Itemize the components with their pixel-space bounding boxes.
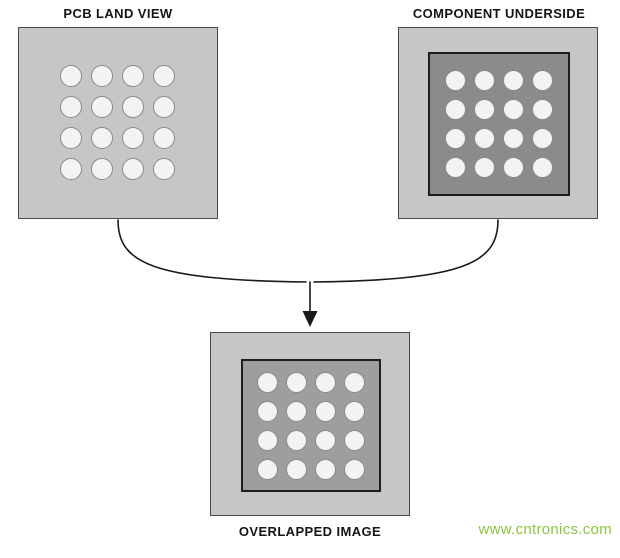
right-connector-curve — [313, 219, 499, 283]
overlapped-image-box — [210, 332, 410, 516]
solder-pad — [122, 65, 144, 87]
solder-pad — [315, 371, 336, 393]
solder-pad — [286, 400, 307, 422]
solder-pad — [503, 128, 524, 149]
overlapped-pad-grid — [257, 371, 365, 480]
component-body-square — [428, 52, 570, 196]
solder-pad — [153, 127, 175, 149]
solder-pad — [532, 157, 553, 178]
solder-pad — [60, 158, 82, 180]
solder-pad — [60, 65, 82, 87]
solder-pad — [315, 458, 336, 480]
solder-pad — [344, 429, 365, 451]
component-underside-box — [398, 27, 598, 219]
solder-pad — [286, 458, 307, 480]
solder-pad — [91, 127, 113, 149]
left-connector-curve — [117, 219, 307, 283]
overlapped-image-label: OVERLAPPED IMAGE — [238, 524, 382, 539]
solder-pad — [315, 429, 336, 451]
solder-pad — [153, 158, 175, 180]
solder-pad — [315, 400, 336, 422]
solder-pad — [532, 70, 553, 91]
solder-pad — [474, 128, 495, 149]
solder-pad — [445, 70, 466, 91]
component-ball-grid — [445, 70, 553, 178]
solder-pad — [257, 429, 278, 451]
solder-pad — [286, 429, 307, 451]
solder-pad — [445, 99, 466, 120]
pcb-land-view-label: PCB LAND VIEW — [63, 6, 173, 21]
solder-pad — [503, 157, 524, 178]
solder-pad — [122, 158, 144, 180]
solder-pad — [532, 99, 553, 120]
solder-pad — [122, 127, 144, 149]
solder-pad — [91, 65, 113, 87]
overlapped-inner-square — [241, 359, 381, 492]
solder-pad — [257, 458, 278, 480]
solder-pad — [153, 65, 175, 87]
solder-pad — [257, 400, 278, 422]
solder-pad — [91, 158, 113, 180]
pcb-land-view-box — [18, 27, 218, 219]
solder-pad — [257, 371, 278, 393]
pcb-pad-grid — [60, 65, 175, 180]
arrow-head-icon — [302, 311, 318, 327]
solder-pad — [474, 157, 495, 178]
component-underside-label: COMPONENT UNDERSIDE — [412, 6, 586, 21]
solder-pad — [503, 99, 524, 120]
solder-pad — [60, 96, 82, 118]
solder-pad — [503, 70, 524, 91]
solder-pad — [60, 127, 82, 149]
solder-pad — [445, 128, 466, 149]
solder-pad — [91, 96, 113, 118]
solder-pad — [445, 157, 466, 178]
solder-pad — [153, 96, 175, 118]
solder-pad — [474, 70, 495, 91]
solder-pad — [344, 458, 365, 480]
solder-pad — [474, 99, 495, 120]
solder-pad — [286, 371, 307, 393]
watermark-text: www.cntronics.com — [478, 521, 612, 538]
solder-pad — [344, 371, 365, 393]
solder-pad — [344, 400, 365, 422]
solder-pad — [532, 128, 553, 149]
solder-pad — [122, 96, 144, 118]
